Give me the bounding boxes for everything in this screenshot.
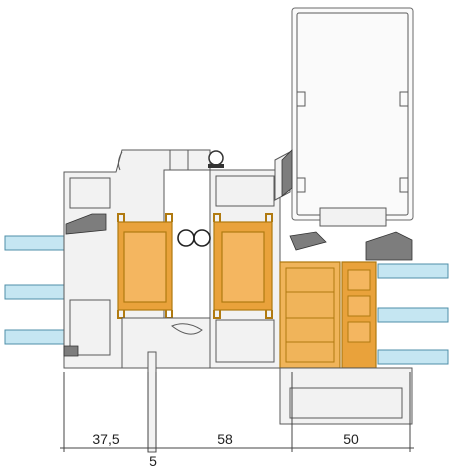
gasket-ring-1 [177, 229, 195, 247]
glass-pane-left-3 [4, 329, 66, 345]
strip-hooks-left [117, 213, 173, 319]
dim-label-37-5: 37,5 [92, 431, 119, 447]
drain-channel [171, 323, 203, 335]
thermal-break-middle [213, 213, 273, 319]
polyamide-cells [347, 269, 371, 343]
leg-5mm [147, 351, 157, 453]
glass-pane-left-2 [4, 284, 66, 300]
frame-bottom-chamber [121, 317, 211, 369]
glass-pane-left-1 [4, 235, 66, 251]
gasket-top-right [365, 231, 413, 261]
sill-chamber [289, 387, 403, 419]
drain-ring-icon [208, 150, 224, 166]
dim-label-58: 58 [217, 431, 233, 447]
gasket-ring-2 [193, 229, 211, 247]
dim-label-50: 50 [343, 431, 359, 447]
bottom-frame [121, 317, 413, 453]
glazing-left [4, 235, 66, 345]
frame-left-chambers [69, 177, 111, 356]
gasket-top-left [65, 213, 107, 235]
dim-label-5: 5 [149, 453, 157, 469]
sash-chambers [215, 175, 275, 363]
sill-profile [279, 367, 413, 425]
gasket-bottom-left [63, 345, 79, 357]
glass-pane-right-3 [377, 349, 449, 365]
gasket-top-middle [289, 231, 327, 251]
mullion-base [319, 207, 387, 227]
gasket-mullion [281, 149, 293, 197]
insulation-core-left [123, 231, 167, 303]
insulation-block-right [279, 261, 341, 369]
glass-pane-right-2 [377, 307, 449, 323]
insulation-block-ribs [285, 267, 335, 363]
insulation-core-middle [221, 231, 265, 303]
mullion-outer [291, 7, 414, 221]
drain-clip [208, 164, 224, 168]
thermal-break-right [279, 261, 377, 369]
mullion-grooves [297, 91, 408, 193]
frame-left-details [117, 150, 189, 171]
thermal-break-left [117, 213, 173, 319]
glazing-right [377, 263, 449, 365]
glass-pane-right-1 [377, 263, 449, 279]
mullion-profile [291, 7, 414, 227]
center-gaskets [177, 229, 211, 247]
strip-hooks-middle [213, 213, 273, 319]
dimension-lines [60, 372, 414, 452]
gaskets [63, 149, 413, 383]
